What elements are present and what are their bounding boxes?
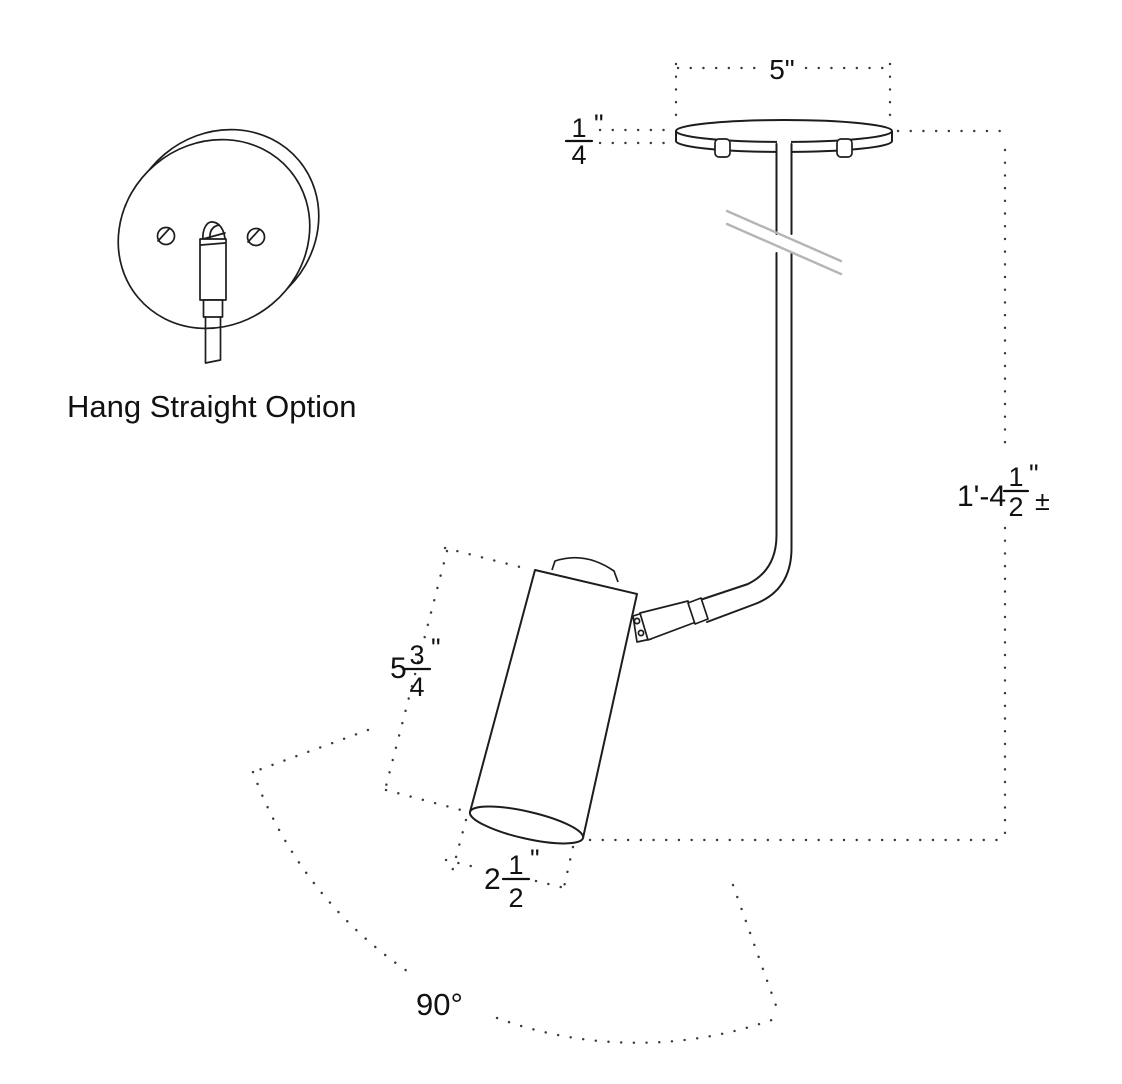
stem-mask (777, 140, 791, 170)
arc-segment-left (251, 770, 412, 975)
head-rear-cap (551, 556, 619, 583)
stem-bend-outer (706, 252, 793, 623)
dim-canopy-width: 5" (674, 54, 892, 120)
canopy-screw-right (836, 138, 853, 158)
thickness-unit: " (594, 109, 604, 139)
spotlight-head (468, 556, 638, 845)
thickness-denominator: 4 (571, 140, 586, 170)
head-diameter-numerator: 1 (508, 850, 523, 880)
head-diameter-denominator: 2 (508, 883, 523, 913)
drop-unit: " (1029, 459, 1039, 489)
break-marks (725, 209, 843, 276)
drop-tolerance: ± (1035, 486, 1050, 516)
dim-overall-drop: 1'-4 1 2 " ± (588, 129, 1050, 842)
hang-straight-swivel (202, 221, 226, 241)
head-body (469, 569, 638, 839)
dim-canopy-thickness: 1 4 " (564, 109, 674, 170)
thickness-numerator: 1 (571, 113, 586, 143)
drop-prefix: 1'-4 (957, 480, 1006, 513)
arc-radial-right (731, 883, 781, 1016)
head-length-unit: " (431, 633, 441, 663)
swing-angle-label: 90° (416, 987, 463, 1022)
dim-head-length: 5 3 4 " (384, 546, 526, 812)
ceiling-canopy (675, 119, 893, 170)
arc-segment-right (495, 1015, 782, 1044)
swivel-range-arc: 90° (251, 728, 782, 1044)
pivot-assembly (632, 597, 709, 643)
canopy-screw-left (714, 138, 731, 158)
dim-canopy-width-label: 5" (769, 54, 795, 85)
pivot-collar (687, 597, 709, 625)
head-diameter-prefix: 2 (484, 863, 501, 896)
dim-head-diameter: 2 1 2 " (444, 818, 575, 913)
pivot-screw-bottom (637, 629, 645, 637)
head-diameter-unit: " (530, 844, 540, 874)
hang-straight-inset: Hang Straight Option (67, 128, 357, 424)
screw-hole-left (156, 226, 176, 246)
arc-radial-left (251, 728, 370, 774)
stem-nipple (199, 238, 227, 364)
head-length-prefix: 5 (390, 652, 407, 685)
head-length-denominator: 4 (409, 672, 424, 702)
stem (699, 143, 843, 623)
pivot-screw-top (633, 617, 641, 625)
canopy-top-face (675, 119, 893, 143)
drop-numerator: 1 (1008, 462, 1023, 492)
drop-denominator: 2 (1008, 492, 1023, 522)
inset-caption: Hang Straight Option (67, 389, 357, 424)
head-length-numerator: 3 (409, 640, 424, 670)
stem-bend-inner (699, 252, 778, 601)
head-lens-rim (468, 805, 585, 845)
screw-hole-right (246, 227, 266, 247)
pivot-knuckle (639, 600, 697, 641)
